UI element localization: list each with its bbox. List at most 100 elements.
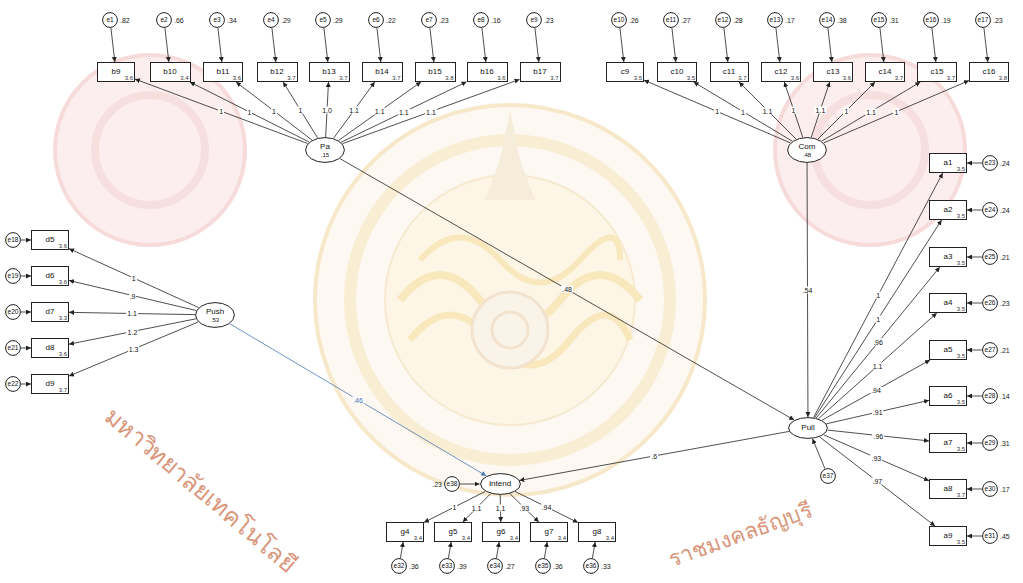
variance-value: .36 [553, 563, 563, 570]
error-label: e33 [442, 563, 453, 570]
indicator-box: b153.8 [415, 62, 456, 82]
variance-value: .22 [386, 17, 396, 24]
latent-name: Pa [320, 143, 330, 151]
error-arrow [400, 542, 403, 558]
error-arrow [967, 257, 982, 258]
error-label: e7 [425, 17, 432, 24]
error-circle: e12.28 [715, 12, 731, 28]
mean-value: 3.5 [957, 539, 965, 545]
mean-value: 3.6 [125, 75, 133, 81]
watermark-text: มหาวิทยาลัยเทคโนโลยี [100, 403, 300, 576]
variable-name: d8 [46, 344, 55, 352]
variable-name: c11 [723, 68, 735, 76]
mean-value: 3.7 [392, 75, 400, 81]
loading-value: 1 [271, 108, 277, 115]
variance-value: .26 [629, 17, 639, 24]
error-circle: e33.39 [439, 558, 455, 574]
loading-arrow [510, 494, 539, 522]
error-circle: e3.34 [209, 12, 225, 28]
indicator-box: c143.7 [865, 62, 905, 82]
mean-value: 3.6 [233, 75, 241, 81]
loading-value: 1.1 [348, 107, 360, 114]
error-label: e36 [586, 563, 597, 570]
error-arrow [724, 28, 728, 62]
error-circle: e16.19 [923, 12, 939, 28]
variance-value: .29 [333, 17, 343, 24]
loading-value: 1 [791, 106, 797, 113]
indicator-box: a23.5 [929, 200, 967, 220]
error-arrow [967, 443, 982, 444]
loading-value: .93 [870, 454, 882, 461]
error-circle: e2.66 [156, 12, 172, 28]
latent-name: Intend [489, 480, 511, 488]
variable-name: a6 [944, 392, 953, 400]
loading-value: 1 [843, 107, 849, 114]
variance-value: .23 [432, 481, 442, 488]
error-label: e18 [8, 237, 19, 244]
variance-value: .39 [457, 563, 467, 570]
path-coefficient: .46 [352, 396, 364, 403]
indicator-box: c133.6 [813, 62, 853, 82]
error-arrow [967, 396, 982, 397]
indicator-box: b173.7 [520, 62, 561, 82]
error-label: e17 [978, 17, 989, 24]
loading-value: .94 [541, 504, 553, 511]
indicator-box: d53.6 [31, 230, 69, 250]
error-label: e4 [267, 17, 274, 24]
error-label: e12 [718, 17, 729, 24]
mean-value: 3.7 [738, 75, 746, 81]
mean-value: 3.7 [895, 75, 903, 81]
variable-name: a8 [944, 485, 953, 493]
loading-value: 1.1 [398, 109, 410, 116]
mean-value: 3.6 [791, 75, 799, 81]
error-arrow [272, 28, 276, 62]
variable-name: c15 [931, 68, 944, 76]
loading-value: .9 [129, 292, 137, 299]
latent-name: Com [799, 143, 816, 151]
error-arrow [21, 240, 31, 241]
variable-name: g4 [401, 528, 410, 536]
loading-arrow [190, 82, 309, 142]
error-label: e13 [770, 17, 781, 24]
loading-value: 1 [218, 108, 224, 115]
variance-value: .24 [1000, 160, 1010, 167]
indicator-box: c123.6 [761, 62, 801, 82]
loading-value: .97 [871, 478, 883, 485]
loading-value: 1.1 [872, 362, 884, 369]
loading-arrow [463, 494, 491, 522]
error-label: e2 [160, 17, 167, 24]
loading-value: 1.1 [126, 310, 138, 317]
error-label: e5 [319, 17, 326, 24]
loading-arrow [69, 322, 198, 376]
mean-value: 3.5 [687, 75, 695, 81]
indicator-box: g43.4 [386, 522, 424, 542]
watermark-text: ราชมงคลธัญบุรี [665, 499, 814, 571]
loading-arrow [814, 173, 943, 417]
loading-value: 1 [452, 503, 458, 510]
loading-arrow [326, 82, 329, 137]
loading-arrow [820, 437, 935, 526]
error-arrow [496, 542, 499, 558]
variable-name: b17 [533, 68, 546, 76]
indicator-box: g83.4 [578, 522, 616, 542]
loading-arrow [135, 79, 308, 143]
mean-value: 3.4 [462, 535, 470, 541]
mean-value: 3.4 [558, 535, 566, 541]
error-arrow [218, 28, 222, 62]
path-coefficient: .6 [650, 452, 658, 459]
mean-value: 3.7 [339, 75, 347, 81]
loading-value: 1 [131, 275, 137, 282]
error-arrow [535, 28, 539, 62]
loading-arrow [815, 220, 942, 418]
error-arrow [544, 542, 547, 558]
variance-value: .29 [281, 17, 291, 24]
error-arrow [21, 312, 31, 313]
variable-name: d6 [46, 272, 55, 280]
error-label: e24 [985, 207, 996, 214]
latent-ellipse: Pull [788, 417, 828, 439]
variable-name: b9 [112, 68, 121, 76]
loading-value: 1 [297, 106, 303, 113]
path-coefficient: .54 [802, 287, 814, 294]
indicator-box: b163.6 [467, 62, 508, 82]
